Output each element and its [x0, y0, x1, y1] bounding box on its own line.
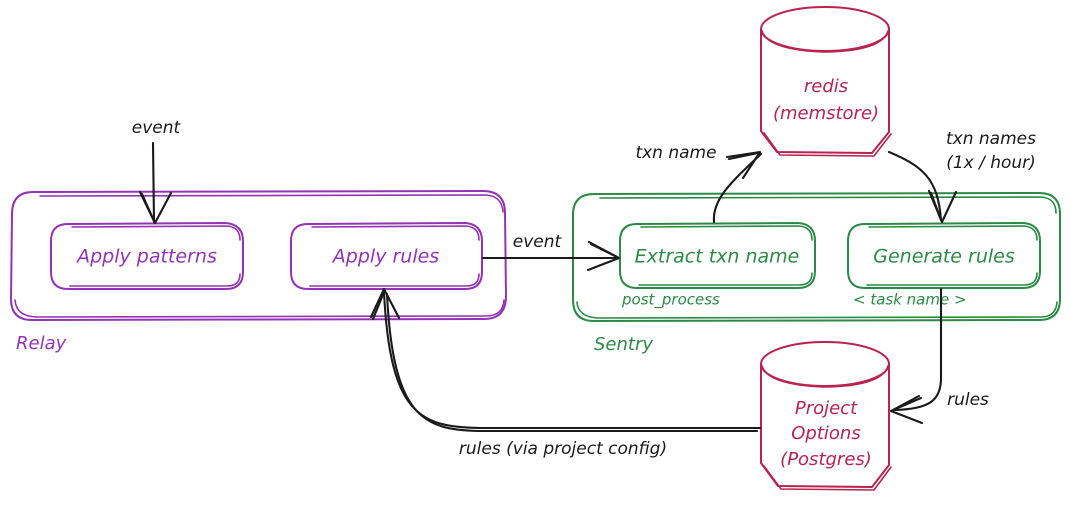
edge-event-in: event [132, 118, 182, 225]
project-options-cylinder-body [760, 363, 890, 488]
edge-rules-via-config-arrowhead [369, 287, 401, 320]
edge-event-in-arrowhead [138, 190, 173, 225]
edge-txn-names-line [887, 150, 943, 222]
edge-event-to-sentry-label: event [513, 232, 563, 252]
edge-txn-name-line [712, 152, 763, 224]
generate-rules-box [847, 222, 1041, 289]
extract-txn-name-sublabel: post_process [621, 291, 720, 310]
redis-cylinder-base-sketch [763, 132, 892, 157]
edge-rules-arrowhead-sketch [891, 396, 923, 412]
edge-txn-name-label: txn name [635, 143, 716, 163]
edge-txn-name-arrowhead-sketch [727, 151, 760, 161]
edge-event-to-sentry-arrowhead-sketch [589, 242, 619, 259]
node-apply-patterns[interactable]: Apply patterns [50, 222, 244, 290]
edge-txn-name-arrowhead [725, 150, 762, 180]
generate-rules-sublabel: < task name > [853, 291, 967, 309]
project-options-label-line1: Project [795, 398, 858, 419]
datastore-redis[interactable]: redis (memstore) [760, 6, 892, 157]
relay-group-border [10, 190, 507, 321]
datastore-project-options[interactable]: Project Options (Postgres) [760, 341, 892, 491]
group-label-sentry: Sentry [594, 334, 653, 355]
apply-patterns-label: Apply patterns [75, 246, 217, 268]
redis-cylinder-top-sketch [761, 30, 889, 53]
extract-txn-name-box [619, 222, 816, 289]
edge-event-in-line [151, 141, 156, 224]
edge-event-in-label: event [132, 118, 182, 138]
redis-label-line2: (memstore) [773, 103, 879, 124]
extract-txn-name-box-sketch [638, 225, 813, 286]
group-sentry: Sentry [572, 192, 1061, 355]
edge-rules-via-config-arrowhead-sketch [371, 290, 386, 321]
edge-rules-via-config-line-sketch [385, 292, 759, 433]
sentry-group-border [572, 192, 1061, 322]
apply-patterns-box [50, 222, 244, 290]
edge-txn-names: txn names (1x / hour) [887, 129, 1036, 224]
project-options-label-line2: Options [791, 423, 860, 444]
generate-rules-label: Generate rules [873, 246, 1015, 268]
group-relay: Relay [10, 190, 507, 354]
generate-rules-box-sketch [866, 225, 1038, 286]
apply-patterns-box-sketch [69, 225, 241, 287]
edge-txn-names-arrowhead-sketch [929, 191, 943, 222]
project-options-cylinder-base-sketch [763, 465, 892, 491]
redis-label-line1: redis [804, 76, 848, 97]
edge-rules-arrowhead [889, 394, 924, 425]
edge-txn-name: txn name [635, 143, 763, 224]
node-extract-txn-name[interactable]: Extract txn name post_process [619, 222, 816, 310]
project-options-cylinder-top [760, 341, 890, 387]
redis-cylinder-body [760, 28, 890, 154]
apply-rules-label: Apply rules [331, 246, 440, 268]
edge-rules-via-config-line [382, 290, 762, 430]
edge-event-in-arrowhead-sketch [140, 192, 156, 223]
node-generate-rules[interactable]: Generate rules < task name > [847, 222, 1041, 309]
edge-rules: rules [889, 287, 989, 425]
extract-txn-name-label: Extract txn name [635, 246, 800, 268]
redis-cylinder-top [760, 6, 890, 52]
group-label-relay: Relay [16, 333, 67, 354]
project-options-cylinder-top-sketch [761, 365, 889, 388]
edge-rules-label: rules [947, 390, 989, 410]
sentry-group-border-sketch [576, 196, 1058, 319]
edge-event-to-sentry: event [481, 232, 621, 272]
node-apply-rules[interactable]: Apply rules [290, 222, 483, 290]
edge-rules-line [893, 287, 943, 412]
project-options-label-line3: (Postgres) [780, 449, 872, 470]
apply-rules-box-sketch [309, 225, 480, 287]
edge-txn-names-label-2: (1x / hour) [946, 153, 1036, 173]
edge-txn-names-label: txn names [946, 129, 1036, 149]
edge-rules-via-config-label: rules (via project config) [459, 439, 667, 459]
relay-group-border-sketch [14, 194, 505, 318]
edge-rules-via-config: rules (via project config) [369, 287, 762, 459]
apply-rules-box [290, 222, 483, 290]
